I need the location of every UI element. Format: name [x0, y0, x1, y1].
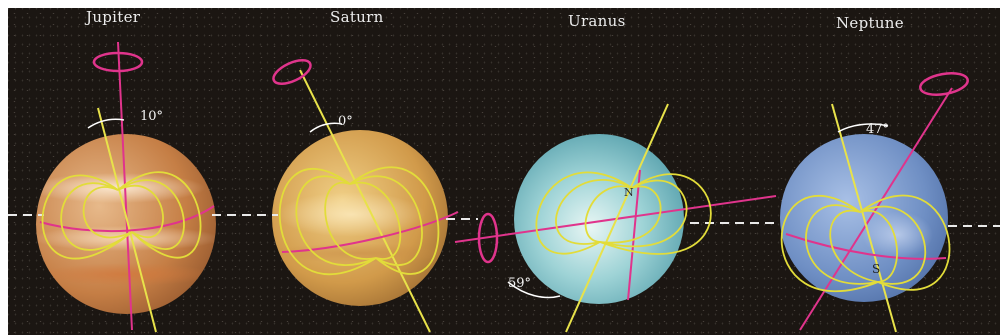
jupiter-equator — [39, 205, 215, 233]
saturn-tilt-arc — [309, 122, 343, 133]
neptune-pole-s: S — [872, 262, 881, 276]
neptune-rotation-arrow-icon — [919, 72, 969, 96]
orbit-plane-line — [8, 214, 1000, 227]
saturn-field-lines — [278, 166, 440, 275]
saturn-field — [272, 59, 459, 333]
saturn-rotation-arrow-icon — [272, 59, 312, 85]
uranus-field — [454, 103, 777, 333]
neptune-tilt-label: 47° — [866, 122, 890, 137]
uranus-magnetic-axis — [565, 103, 669, 333]
jupiter-name: Jupiter — [86, 8, 141, 26]
uranus-tilt-label: 59° — [508, 276, 532, 291]
uranus-field-lines — [535, 171, 712, 255]
neptune-rotation-axis — [799, 87, 953, 331]
uranus-tilt-arc — [507, 281, 561, 299]
neptune-name: Neptune — [836, 14, 904, 32]
saturn-magnetic-axis — [299, 69, 431, 333]
uranus-body — [514, 134, 684, 304]
saturn-name: Saturn — [330, 8, 384, 26]
saturn-tilt-label: 0° — [338, 114, 353, 129]
jupiter-field — [39, 41, 215, 333]
uranus-pole-n: N — [624, 186, 634, 199]
neptune-magnetic-axis — [831, 103, 897, 333]
saturn-body — [272, 130, 448, 306]
jupiter-tilt-arc — [87, 118, 125, 129]
neptune-field — [780, 72, 969, 333]
jupiter-rotation-arrow-icon — [92, 51, 144, 73]
uranus-meridian — [627, 169, 641, 301]
neptune-equator — [785, 233, 947, 260]
jupiter-tilt-label: 10° — [140, 109, 164, 124]
neptune-tilt-arc — [837, 123, 889, 133]
neptune-field-lines — [780, 194, 951, 293]
jupiter-field-lines — [41, 171, 202, 260]
jupiter-magnetic-axis — [97, 107, 157, 333]
saturn-equator — [281, 211, 459, 253]
uranus-name: Uranus — [568, 12, 626, 30]
uranus-rotation-arrow-icon — [477, 212, 499, 264]
